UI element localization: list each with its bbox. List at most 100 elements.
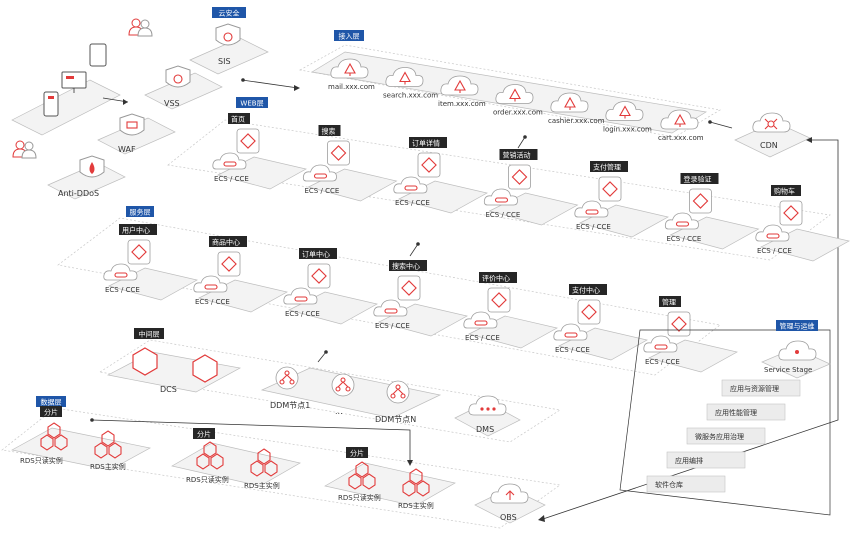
ddm-node-1-icon <box>275 366 299 390</box>
monitor-icon <box>61 71 87 93</box>
web-diamond-icon <box>598 176 622 202</box>
web-diamond-icon <box>236 128 260 154</box>
service-title-tag <box>659 296 681 307</box>
service-diamond-icon <box>307 263 331 289</box>
middle-connector <box>317 351 327 363</box>
service-title: 用户中心 <box>122 226 150 235</box>
access-cloud-icon <box>550 92 589 113</box>
service-cloud-icon <box>283 287 318 305</box>
web-sub-label: ECS / CCE <box>395 199 430 207</box>
tag-data-label: 数据层 <box>41 398 62 407</box>
shard-1-platform <box>10 427 152 471</box>
data-layer: 数据层 分片 RDS只读实例 RDS主实例 分片 RDS只读实例 RDS主实例 … <box>1 396 561 529</box>
rds-main-3-label: RDS主实例 <box>398 501 434 510</box>
ddm-node-middle-icon <box>331 373 355 397</box>
ops-item-label: 应用编排 <box>675 456 703 465</box>
web-title-tag <box>771 185 801 196</box>
web-title: 营销活动 <box>503 151 531 160</box>
rds-readonly-3-label: RDS只读实例 <box>338 493 381 502</box>
service-cloud-icon <box>553 323 588 341</box>
middle-layer: 中间层 DCS DDM节点1 ... DDM节点N DMS <box>99 328 561 443</box>
web-cloud-icon <box>393 176 428 194</box>
access-cloud-icon <box>440 75 479 96</box>
service-stage-cloud-icon <box>778 340 817 361</box>
access-cloud-icon <box>385 67 424 87</box>
tag-access <box>334 30 364 41</box>
dms-label: DMS <box>476 425 494 434</box>
arrow-head <box>123 99 128 105</box>
web-cloud-icon <box>302 164 337 182</box>
web-sub-label: ECS / CCE <box>214 175 249 183</box>
ops-group: 管理与运维 Service Stage 应用与资源管理应用性能管理微服务应用治理… <box>619 320 831 516</box>
middle-layer-frame <box>99 339 561 443</box>
vss-shield-icon <box>165 65 191 88</box>
web-title-tag <box>318 125 341 136</box>
access-layer-frame <box>298 44 721 138</box>
service-title-tag <box>389 260 427 271</box>
service-title: 管理 <box>662 298 676 307</box>
sis-shield-icon <box>215 23 241 46</box>
service-diamond-icon <box>217 251 241 277</box>
access-cloud-icon <box>605 101 644 121</box>
devices-platform <box>11 79 121 136</box>
anti-ddos-label: Anti-DDoS <box>58 189 99 198</box>
service-stage-label: Service Stage <box>764 366 812 374</box>
tag-access-label: 接入层 <box>339 32 360 41</box>
ops-item-box <box>686 427 766 445</box>
service-connector <box>409 243 419 257</box>
waf-label: WAF <box>118 145 136 154</box>
access-domain-item: cart.xxx.com <box>658 109 704 142</box>
rds-main-1-label: RDS主实例 <box>90 462 126 471</box>
service-sub-label: ECS / CCE <box>555 346 590 354</box>
access-cloud-icon <box>495 84 534 104</box>
tag-cloud-security-label: 云安全 <box>219 9 240 18</box>
service-title-tag <box>299 248 337 259</box>
web-sub-label: ECS / CCE <box>305 187 340 195</box>
service-sub-label: ECS / CCE <box>195 298 230 306</box>
access-cloud-icon <box>660 109 699 130</box>
link-dot <box>324 350 328 354</box>
dcs-hex-icon-1 <box>132 347 158 376</box>
tag-web-label: WEB层 <box>240 100 263 108</box>
tag-web <box>236 97 268 108</box>
dcs-label: DCS <box>160 385 177 394</box>
web-cloud-icon <box>664 212 699 230</box>
devices-group <box>11 18 153 159</box>
access-domain-label: cashier.xxx.com <box>548 117 605 125</box>
rds-readonly-1-label: RDS只读实例 <box>20 456 63 465</box>
web-sub-label: ECS / CCE <box>486 211 521 219</box>
web-title: 购物车 <box>774 187 795 196</box>
web-title: 登录验证 <box>684 175 712 184</box>
web-title: 订单详情 <box>412 139 440 148</box>
web-station: 订单详情 ECS / CCE <box>393 137 488 214</box>
vss-label: VSS <box>164 99 180 108</box>
tag-ops <box>776 320 818 331</box>
service-sub-label: ECS / CCE <box>105 286 140 294</box>
service-sub-label: ECS / CCE <box>285 310 320 318</box>
service-title-tag <box>209 236 247 247</box>
access-to-cdn-link <box>709 121 733 129</box>
obs-cloud-icon <box>490 483 529 504</box>
service-title: 订单中心 <box>302 250 330 259</box>
users-icon-bottom <box>12 140 37 159</box>
web-cloud-icon <box>574 200 609 218</box>
service-station: 用户中心 ECS / CCE <box>103 224 198 301</box>
service-title-tag <box>119 224 157 235</box>
ops-item: 应用编排 <box>666 451 746 469</box>
link-dot <box>241 78 245 82</box>
dcs-hex-icon-2 <box>192 354 218 383</box>
tag-shard-3-label: 分片 <box>350 449 364 458</box>
web-cloud-icon <box>212 152 247 170</box>
service-cloud-icon <box>643 335 678 353</box>
dms-icon <box>468 395 507 416</box>
ops-item: 应用与资源管理 <box>721 379 801 397</box>
web-diamond-icon <box>508 164 531 190</box>
ops-item: 软件仓库 <box>646 475 726 493</box>
service-station: 订单中心 ECS / CCE <box>283 248 378 325</box>
web-title-tag <box>499 149 538 160</box>
